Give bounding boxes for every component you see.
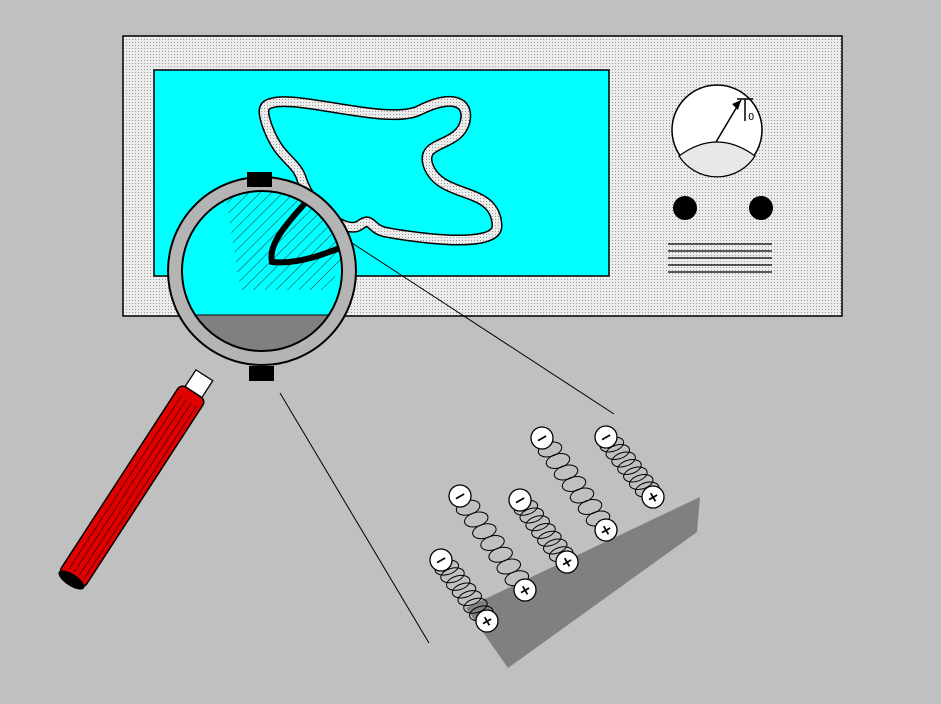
magnifying-glass-icon — [167, 172, 357, 381]
magnifier-handle — [58, 368, 214, 590]
spring-coil — [531, 523, 556, 539]
dipole-surface: −+−+−+−+−+ — [429, 425, 700, 668]
dipole-2: −+ — [448, 484, 537, 602]
spring-coil — [446, 574, 471, 591]
spring-coil — [472, 523, 497, 540]
negative-charge-circle — [448, 484, 472, 508]
positive-charge-circle — [475, 609, 499, 633]
spring-coil — [569, 487, 595, 504]
positive-charge-circle — [513, 578, 537, 602]
positive-charge-circle — [555, 550, 579, 574]
spring-coil — [480, 535, 505, 551]
spring-coil — [464, 511, 489, 528]
negative-charge-circle — [508, 488, 532, 512]
spring-coil — [440, 567, 465, 584]
negative-charge-circle — [429, 548, 453, 572]
spring-coil — [496, 558, 521, 575]
spring-coil — [488, 546, 513, 563]
zoom-line-right — [351, 242, 615, 415]
knob-right — [749, 196, 773, 220]
dipole-4: −+ — [530, 426, 618, 542]
spring-coil — [537, 530, 562, 547]
spring-coil — [629, 474, 654, 490]
vent-grille — [668, 243, 772, 273]
positive-charge-circle — [594, 518, 618, 542]
spring-coil — [451, 582, 477, 599]
spring-coil — [611, 451, 636, 468]
wire-loop — [258, 96, 503, 246]
dipole-5: −+ — [594, 425, 665, 509]
positive-charge-circle — [641, 485, 665, 509]
spring-coil — [543, 538, 568, 555]
dipole-1: −+ — [429, 548, 499, 633]
dipole-3: −+ — [508, 488, 579, 574]
spring-coil — [525, 515, 550, 532]
spring-coil — [623, 466, 648, 483]
spring-coil — [577, 499, 603, 515]
spring-coil — [605, 444, 630, 460]
spring-coil — [617, 459, 642, 475]
zoom-line-left — [279, 392, 430, 644]
negative-charge-circle — [594, 425, 618, 449]
spring-coil — [463, 597, 488, 614]
meter-label: 0 — [748, 112, 754, 123]
negative-charge-circle — [530, 426, 554, 450]
spring-coil — [457, 590, 482, 607]
meter-gauge-icon: 0 — [671, 84, 763, 178]
knob-left — [673, 196, 697, 220]
spring-coil — [553, 464, 579, 481]
spring-coil — [519, 507, 544, 524]
spring-coil — [561, 476, 587, 492]
surface-slab — [466, 497, 700, 668]
spring-coil — [545, 453, 571, 469]
